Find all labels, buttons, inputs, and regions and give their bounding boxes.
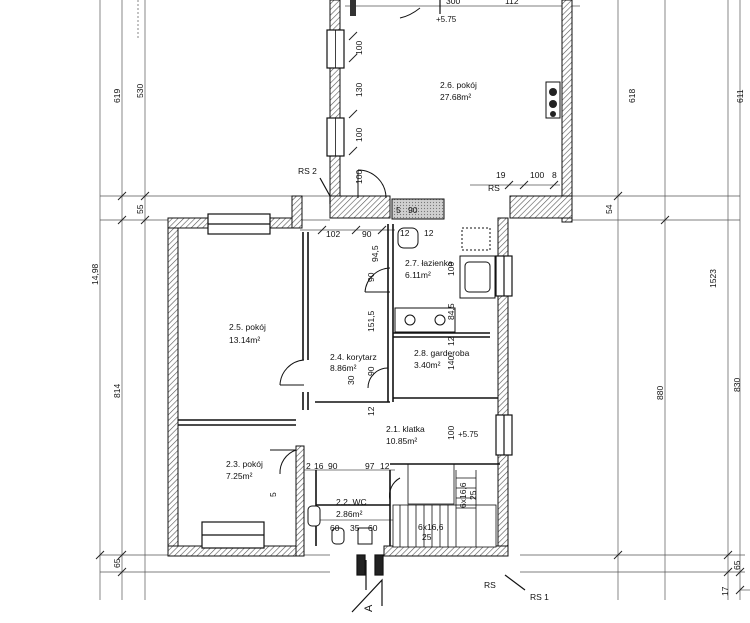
- rs-label-bottom: RS: [484, 580, 496, 590]
- dim-wcb-60a: 60: [330, 523, 340, 533]
- window-column-dimensions: 100 130 100 100 300 112: [354, 0, 519, 184]
- bathroom-fixtures: [307, 227, 496, 545]
- level-stair: +5.75: [458, 430, 479, 439]
- room-name-2-6: 2.6. pokój: [440, 80, 477, 90]
- dim-wc-12: 12: [380, 461, 390, 471]
- rs-label-top: RS: [488, 183, 500, 193]
- bath-dimensions: 12 12 94,5 90 100 151,5 84,5 12 140: [366, 228, 456, 370]
- dim-b-845: 84,5: [446, 303, 456, 320]
- dim-b-1515: 151,5: [366, 310, 376, 332]
- socket-symbols: [545, 81, 561, 119]
- dim-kl-12: 12: [366, 406, 376, 416]
- room-area-2-6: 27.68m²: [440, 92, 471, 102]
- room-area-2-3: 7.25m²: [226, 471, 253, 481]
- level-marks: +5.75 +5.75: [436, 15, 479, 439]
- room-name-2-1: 2.1. klatka: [386, 424, 425, 434]
- stairs: [392, 463, 497, 548]
- dim-wcb-35: 35: [350, 523, 360, 533]
- dim-right-54: 54: [604, 204, 614, 214]
- section-markers: [319, 177, 526, 613]
- section-labels: RS 2 RS RS RS 1 A: [298, 166, 549, 612]
- dim-wc-5: 5: [268, 492, 278, 497]
- dimension-ticks: [95, 31, 745, 595]
- room-area-2-7: 6.11m²: [405, 270, 431, 280]
- stair-labels: 6x16,6 25 6x16,6 25: [418, 482, 478, 542]
- dim-wc-100c: 100: [354, 170, 364, 184]
- dim-right-1523: 1523: [708, 269, 718, 288]
- dim-b-12c: 12: [446, 336, 456, 346]
- dim-ct-90a: 90: [362, 229, 372, 239]
- room-name-2-5: 2.5. pokój: [229, 322, 266, 332]
- dim-ct-90b: 90: [408, 205, 418, 215]
- room-labels: 2.6. pokój 27.68m² 2.5. pokój 13.14m² 2.…: [226, 80, 477, 519]
- stair-label-3: 6x16,6: [418, 522, 444, 532]
- rs1-label: RS 1: [530, 592, 549, 602]
- dim-cd-30: 30: [346, 375, 356, 385]
- dim-left-814: 814: [112, 384, 122, 398]
- dim-cd-90: 90: [366, 366, 376, 376]
- room-2-6-walls: [326, 0, 573, 223]
- level-top: +5.75: [436, 15, 457, 24]
- room-name-2-8: 2.8. garderoba: [414, 348, 470, 358]
- room-name-2-7: 2.7. łazienka: [405, 258, 453, 268]
- room-area-2-5: 13.14m²: [229, 335, 260, 345]
- dim-wc-2: 2: [306, 461, 311, 471]
- dim-left-55: 55: [135, 204, 145, 214]
- stair-label-2: 25: [468, 490, 478, 500]
- dim-right-17: 17: [720, 586, 730, 596]
- dim-bal-19: 19: [496, 170, 506, 180]
- room-name-2-3: 2.3. pokój: [226, 459, 263, 469]
- dim-wc-100a: 100: [354, 41, 364, 55]
- dim-bal-8: 8: [552, 170, 557, 180]
- dim-right-65: 65: [732, 560, 742, 570]
- stair-label-4: 25: [422, 532, 432, 542]
- room-name-2-2: 2.2. WC: [336, 497, 367, 507]
- dim-b-12a: 12: [400, 228, 410, 238]
- room-area-2-8: 3.40m²: [414, 360, 441, 370]
- wc-dimensions: 2 16 90 97 12 5 60 35 60: [268, 461, 390, 533]
- stair-label-1: 6x16,6: [458, 482, 468, 508]
- doors: [270, 169, 401, 501]
- dim-wcb-60b: 60: [368, 523, 378, 533]
- dim-ct-102: 102: [326, 229, 340, 239]
- dim-wc-97: 97: [365, 461, 375, 471]
- dim-top-300: 300: [446, 0, 460, 6]
- room-area-2-1: 10.85m²: [386, 436, 417, 446]
- dim-left-530: 530: [135, 84, 145, 98]
- dim-b-100: 100: [446, 262, 456, 276]
- dim-b-140: 140: [446, 356, 456, 370]
- dim-wc-100b: 100: [354, 128, 364, 142]
- left-dimensions: 619 530 14,98 55 814 65: [90, 84, 145, 568]
- dim-ct-5: 5: [396, 205, 401, 215]
- section-a-label: A: [363, 604, 375, 612]
- room-name-2-4: 2.4. korytarz: [330, 352, 377, 362]
- dim-right-618: 618: [627, 89, 637, 103]
- rs2-label: RS 2: [298, 166, 317, 176]
- dim-left-65: 65: [112, 558, 122, 568]
- dim-right-880: 880: [655, 386, 665, 400]
- dim-top-112: 112: [505, 0, 519, 6]
- corridor-door-dimensions: 30 90 12 100: [346, 366, 456, 440]
- dim-right-830: 830: [732, 378, 742, 392]
- dim-right-611: 611: [735, 89, 745, 103]
- balcony-dimensions: 19 100 8: [496, 170, 557, 180]
- dim-wc-130: 130: [354, 83, 364, 97]
- room-area-2-4: 8.86m²: [330, 363, 357, 373]
- lower-windows: [201, 213, 513, 549]
- dim-b-945: 94,5: [370, 245, 380, 262]
- room-area-2-2: 2.86m²: [336, 509, 363, 519]
- right-dimensions: 618 611 1523 54 880 830 65 17: [604, 89, 745, 596]
- dim-bal-100: 100: [530, 170, 544, 180]
- dim-left-1498: 14,98: [90, 263, 100, 285]
- dim-wc-16: 16: [314, 461, 324, 471]
- dim-kl-100: 100: [446, 426, 456, 440]
- dim-b-12b: 12: [424, 228, 434, 238]
- dim-b-90: 90: [366, 272, 376, 282]
- dim-wc-90: 90: [328, 461, 338, 471]
- dim-left-619: 619: [112, 89, 122, 103]
- corridor-top-dimensions: 102 90 5 90: [326, 205, 418, 239]
